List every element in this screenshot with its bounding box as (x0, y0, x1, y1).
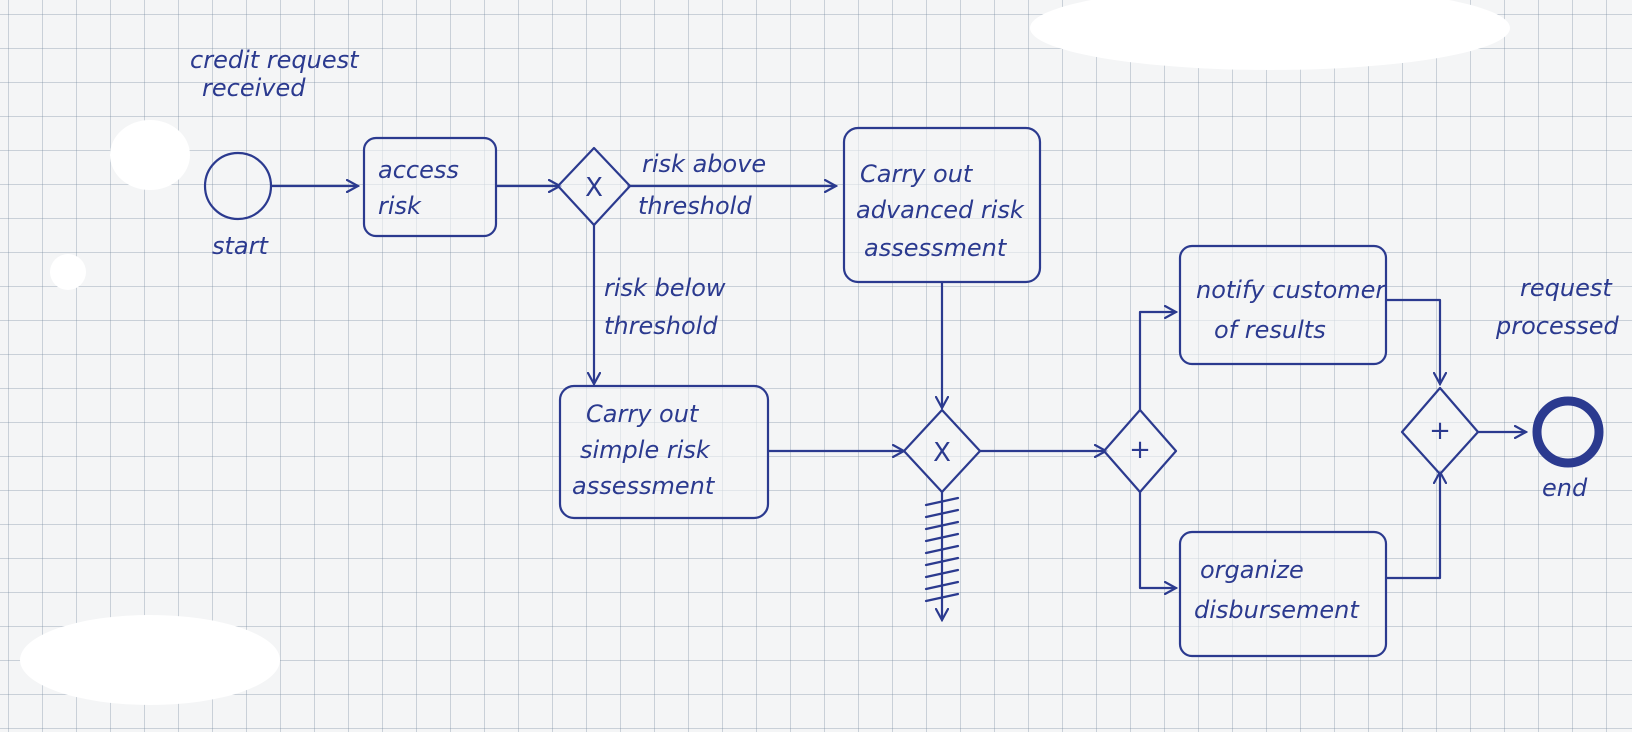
gateway-parallel-split: + (1102, 408, 1178, 494)
gateway-parallel-join: + (1400, 386, 1480, 476)
flow-parallel-to-disbursement (1138, 490, 1176, 588)
struck-flow-scribble (924, 496, 960, 603)
task-advanced-box (842, 126, 1042, 284)
gateway-risk-merge: X (902, 408, 982, 494)
gateway-risk-split-marker: X (585, 173, 603, 203)
task-simple-risk-assessment: Carry out simple risk assessment (558, 384, 770, 520)
flow-label-above-line-2: threshold (638, 192, 752, 220)
flow-label-above-line-1: risk above (642, 150, 766, 178)
task-access-risk-box (362, 136, 498, 238)
gateway-risk-merge-marker: X (933, 438, 951, 468)
gateway-parallel-join-diamond (1400, 386, 1480, 476)
task-access-risk-line-2: risk (378, 192, 422, 220)
start-event: start credit request received (190, 46, 360, 260)
gateway-risk-split: X (556, 146, 632, 227)
task-access-risk: access risk (362, 136, 498, 238)
task-disbursement-line-2: disbursement (1194, 596, 1360, 624)
task-advanced-line-2: advanced risk (856, 196, 1025, 224)
flow-disbursement-to-join (1384, 472, 1440, 580)
start-annotation-line-2: received (202, 74, 306, 102)
task-advanced-line-3: assessment (864, 234, 1008, 262)
gateway-parallel-split-diamond (1102, 408, 1178, 494)
end-annotation-line-1: request (1520, 274, 1613, 302)
flow-notify-to-join (1384, 298, 1440, 384)
task-notify-customer: notify customer of results (1178, 244, 1388, 366)
paper-blots (20, 0, 1510, 705)
end-event: end request processed (1495, 274, 1620, 502)
start-event-label: start (212, 232, 269, 260)
task-simple-box (558, 384, 770, 520)
task-notify-line-1: notify customer (1196, 276, 1387, 304)
flow-parallel-to-notify (1138, 312, 1176, 412)
flow-label-below-line-1: risk below (604, 274, 726, 302)
end-annotation-line-2: processed (1495, 312, 1620, 340)
task-access-risk-line-1: access (378, 156, 459, 184)
gateway-parallel-split-marker: + (1129, 435, 1151, 465)
task-simple-line-3: assessment (572, 472, 716, 500)
task-disbursement-box (1178, 530, 1388, 658)
task-notify-box (1178, 244, 1388, 366)
sequence-flows (270, 186, 1526, 620)
gateway-risk-merge-diamond (902, 408, 982, 494)
gateway-risk-split-diamond (556, 146, 632, 227)
task-advanced-risk-assessment: Carry out advanced risk assessment (842, 126, 1042, 284)
task-disbursement-line-1: organize (1200, 556, 1304, 584)
task-notify-line-2: of results (1214, 316, 1326, 344)
end-event-circle (1532, 396, 1604, 468)
task-simple-line-2: simple risk (580, 436, 711, 464)
gateway-parallel-join-marker: + (1429, 416, 1451, 446)
start-event-circle (203, 151, 273, 221)
start-annotation-line-1: credit request (190, 46, 360, 74)
task-simple-line-1: Carry out (586, 400, 700, 428)
task-advanced-line-1: Carry out (860, 160, 974, 188)
end-event-label: end (1542, 474, 1588, 502)
task-organize-disbursement: organize disbursement (1178, 530, 1388, 658)
flow-label-below-line-2: threshold (604, 312, 718, 340)
